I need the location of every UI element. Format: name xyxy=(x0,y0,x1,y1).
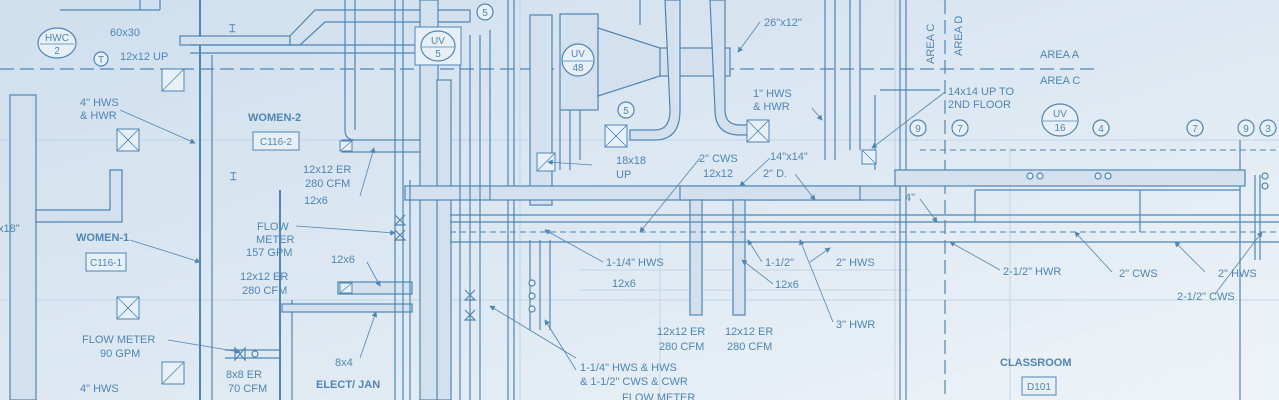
callout-1-1-2-cws: & 1-1/2" CWS & CWR xyxy=(580,376,688,388)
leader-lines xyxy=(119,21,1263,371)
callout-1-1-4-hws: 1-1/4" HWS xyxy=(606,257,664,269)
area-c-vertical-label: AREA C xyxy=(925,24,937,64)
room-women-1-code: C116-1 xyxy=(90,258,122,269)
callout-12x6-a: 12x6 xyxy=(304,195,328,207)
room-classroom-code: D101 xyxy=(1027,382,1051,393)
callout-280-cfm-a: 280 CFM xyxy=(305,178,350,190)
callout-2-cws-a: 2" CWS xyxy=(699,153,738,165)
room-women-2-name: WOMEN-2 xyxy=(248,112,301,124)
callout-12x12-er-b: 12x12 ER xyxy=(240,271,288,283)
marker-7-b: 7 xyxy=(1192,124,1198,135)
callout-4in: 4" xyxy=(905,192,915,204)
callout-12x12-er-c: 12x12 ER xyxy=(657,326,705,338)
uv5-title: UV xyxy=(431,36,445,47)
area-c-label: AREA C xyxy=(1040,75,1080,87)
uv-48-unit: UV 48 xyxy=(561,43,595,77)
room-women-1-name: WOMEN-1 xyxy=(76,232,129,244)
callout-meter-a: METER xyxy=(256,234,295,246)
callout-up: UP xyxy=(616,169,631,181)
piping xyxy=(190,0,1279,400)
callout-280-cfm-b: 280 CFM xyxy=(242,285,287,297)
callout-2-hws-b: 2" HWS xyxy=(836,257,875,269)
callout-70-cfm: 70 CFM xyxy=(228,383,267,395)
callout-4-hws: 4" HWS xyxy=(80,97,119,109)
callout-90-gpm: 90 GPM xyxy=(100,348,140,360)
callout-14x14: 14"x14" xyxy=(770,151,808,163)
callout-labels: 60x30 12x12 UP 4" HWS & HWR x18" 12x12 E… xyxy=(0,17,1257,400)
marker-3: 3 xyxy=(1265,124,1271,135)
marker-9-b: 9 xyxy=(1243,124,1249,135)
register-symbols xyxy=(116,68,877,385)
callout-26x12: 26"x12" xyxy=(764,17,802,29)
callout-flow-a: FLOW xyxy=(257,221,289,233)
callout-duct-60x30: 60x30 xyxy=(110,27,140,39)
marker-4: 4 xyxy=(1098,124,1104,135)
uv-16-unit: UV 16 xyxy=(1041,103,1079,137)
callout-8x4: 8x4 xyxy=(335,357,353,369)
hwc-2-unit: HWC 2 xyxy=(37,27,77,59)
area-d-vertical-label: AREA D xyxy=(953,16,965,56)
room-women-2-code: C116-2 xyxy=(260,137,292,148)
callout-1-hws: 1" HWS xyxy=(753,88,792,100)
callout-2-1-2-cws: 2-1/2" CWS xyxy=(1177,291,1235,303)
callout-2-cws-b: 2" CWS xyxy=(1119,268,1158,280)
uv-5-unit: UV 5 xyxy=(414,26,462,66)
uv16-title: UV xyxy=(1053,109,1067,120)
callout-1-1-2: 1-1/2" xyxy=(765,257,794,269)
hwc-title: HWC xyxy=(45,33,69,44)
uv5-number: 5 xyxy=(435,49,441,60)
callout-4-hws-b: 4" HWS xyxy=(80,383,119,395)
callout-14x14-up: 14x14 UP TO xyxy=(948,86,1014,98)
thermostat-marker: T xyxy=(98,55,104,66)
marker-7-a: 7 xyxy=(957,124,963,135)
room-elect-jan-name: ELECT/ JAN xyxy=(316,379,380,391)
callout-12x12-c: 12x12 xyxy=(703,168,733,180)
callout-hwr: & HWR xyxy=(80,110,117,122)
callout-2-d: 2" D. xyxy=(763,168,787,180)
callout-12x12-er-d: 12x12 ER xyxy=(725,326,773,338)
svg-text:⌶: ⌶ xyxy=(230,171,237,183)
callout-flow-meter-b: FLOW METER xyxy=(622,392,695,400)
callout-8x8-er: 8x8 ER xyxy=(226,369,262,381)
svg-text:⌶: ⌶ xyxy=(229,23,236,35)
callout-3-hwr: 3" HWR xyxy=(836,319,875,331)
callout-280-cfm-c: 280 CFM xyxy=(659,341,704,353)
valve-symbols: ⌶ ⌶ xyxy=(229,23,1269,362)
callout-12x6-b: 12x6 xyxy=(331,254,355,266)
hwc-number: 2 xyxy=(54,46,60,57)
callout-1-1-4-hws-b: 1-1/4" HWS & HWS xyxy=(580,362,677,374)
callout-1-hwr: & HWR xyxy=(753,101,790,113)
marker-5-a: 5 xyxy=(482,8,488,19)
callout-2-hws-c: 2" HWS xyxy=(1218,268,1257,280)
keynote-markers: 5 5 9 7 4 7 9 3 T xyxy=(93,3,1277,137)
area-labels: AREA A AREA C AREA C AREA D xyxy=(925,16,1080,87)
callout-2nd-floor: 2ND FLOOR xyxy=(948,99,1011,111)
room-tags xyxy=(85,131,1057,396)
callout-flow-meter-90: FLOW METER xyxy=(82,334,155,346)
callout-12x12-er-a: 12x12 ER xyxy=(303,164,351,176)
callout-2-1-2-hwr: 2-1/2" HWR xyxy=(1003,266,1061,278)
uv48-title: UV xyxy=(571,49,585,60)
callout-280-cfm-d: 280 CFM xyxy=(727,341,772,353)
room-classroom-name: CLASSROOM xyxy=(1000,357,1072,369)
marker-5-b: 5 xyxy=(623,106,629,117)
callout-157-gpm: 157 GPM xyxy=(246,247,292,259)
room-labels: WOMEN-2 C116-2 WOMEN-1 C116-1 ELECT/ JAN… xyxy=(76,112,1072,393)
marker-9-a: 9 xyxy=(915,124,921,135)
callout-x18: x18" xyxy=(0,223,20,235)
callout-12x12-up: 12x12 UP xyxy=(120,51,168,63)
uv16-number: 16 xyxy=(1054,123,1066,134)
callout-18x18: 18x18 xyxy=(616,155,646,167)
callout-12x6-c: 12x6 xyxy=(612,278,636,290)
callout-12x6-d: 12x6 xyxy=(775,279,799,291)
uv48-number: 48 xyxy=(572,63,584,74)
area-a-label: AREA A xyxy=(1040,49,1080,61)
